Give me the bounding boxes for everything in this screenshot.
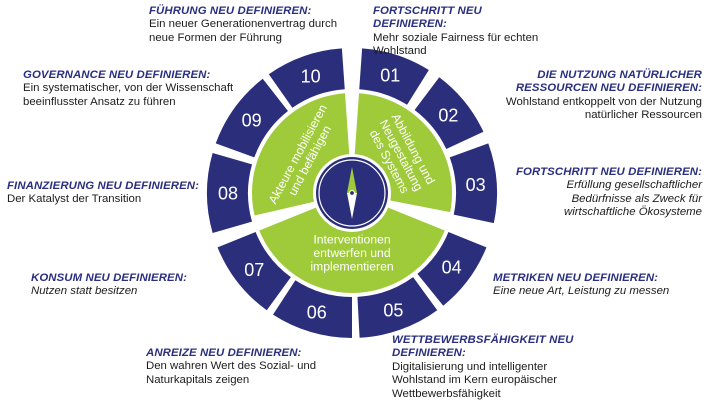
segment-number-07: 07 [244, 260, 264, 280]
segment-number-04: 04 [442, 257, 462, 277]
segment-10 [268, 48, 345, 108]
segment-07 [217, 231, 291, 311]
label-03-title: FORTSCHRITT NEU DEFINIEREN: [515, 166, 702, 178]
label-09-title: GOVERNANCE NEU DEFINIEREN: [23, 69, 211, 81]
label-01-title: FORTSCHRITT NEU DEFINIEREN: [373, 5, 482, 31]
label-01-text: Mehr soziale Fairness für echten Wohlsta… [373, 31, 539, 58]
label-08-title: FINANZIERUNG NEU DEFINIEREN: [7, 180, 200, 192]
sector-mapping [354, 93, 452, 213]
label-02-text: Wohlstand entkoppelt von der Nutzung nat… [505, 95, 702, 122]
segment-number-03: 03 [466, 175, 486, 195]
segment-number-08: 08 [218, 184, 238, 204]
label-02: DIE NUTZUNG NATÜRLICHER RESSOURCEN NEU D… [470, 69, 702, 123]
label-10: FÜHRUNG NEU DEFINIEREN: Ein neuer Genera… [149, 5, 364, 45]
label-08-text: Der Katalyst der Transition [7, 193, 142, 206]
label-07-text: Nutzen statt besitzen [31, 285, 138, 298]
segment-02 [414, 77, 484, 150]
label-06-text: Den wahren Wert des Sozial- und Naturkap… [146, 360, 317, 386]
label-07-title: KONSUM NEU DEFINIEREN: [31, 272, 187, 284]
segment-04 [417, 231, 487, 306]
segment-number-09: 09 [242, 111, 262, 131]
segment-number-01: 01 [380, 66, 400, 86]
label-05-text: Digitalisierung und intelligenter Wohlst… [392, 360, 558, 400]
label-01: FORTSCHRITT NEU DEFINIEREN: Mehr soziale… [373, 5, 553, 59]
compass-icon [316, 157, 388, 229]
label-06-title: ANREIZE NEU DEFINIEREN: [146, 347, 302, 359]
label-10-title: FÜHRUNG NEU DEFINIEREN: [149, 5, 312, 17]
segment-number-10: 10 [301, 67, 321, 87]
label-09-text: Ein systematischer, von der Wissenschaft… [23, 82, 234, 108]
label-05-title: WETTBEWERBSFÄHIGKEIT NEU DEFINIEREN: [392, 334, 574, 360]
label-10-text: Ein neuer Generationenvertrag durch neue… [149, 18, 338, 44]
label-02-title: DIE NUTZUNG NATÜRLICHER RESSOURCEN NEU D… [515, 69, 702, 95]
segment-06 [273, 280, 352, 338]
label-08: FINANZIERUNG NEU DEFINIEREN: Der Katalys… [7, 180, 207, 207]
segment-number-05: 05 [383, 300, 403, 320]
segment-09 [215, 78, 288, 158]
segment-number-02: 02 [438, 105, 458, 125]
label-06: ANREIZE NEU DEFINIEREN: Den wahren Wert … [146, 347, 346, 387]
label-09: GOVERNANCE NEU DEFINIEREN: Ein systemati… [23, 69, 253, 109]
sector-actors [251, 93, 350, 216]
label-04: METRIKEN NEU DEFINIEREN: Eine neue Art, … [493, 272, 703, 299]
label-04-title: METRIKEN NEU DEFINIEREN: [493, 272, 659, 284]
segment-03 [449, 143, 498, 224]
outer-ring: 01 02 03 04 05 06 07 08 09 10 [207, 48, 498, 338]
segment-05 [357, 277, 438, 338]
segment-08 [207, 153, 253, 233]
label-03: FORTSCHRITT NEU DEFINIEREN: Erfüllung ge… [505, 166, 702, 220]
sector-interventions [259, 207, 445, 294]
label-03-text: Erfüllung gesellschaftlicher Bedürfnisse… [564, 179, 702, 219]
segment-number-06: 06 [307, 302, 327, 322]
label-04-text: Eine neue Art, Leistung zu messen [493, 285, 670, 298]
segment-01 [359, 48, 429, 105]
label-07: KONSUM NEU DEFINIEREN: Nutzen statt besi… [31, 272, 231, 299]
label-05: WETTBEWERBSFÄHIGKEIT NEU DEFINIEREN: Dig… [392, 334, 592, 401]
